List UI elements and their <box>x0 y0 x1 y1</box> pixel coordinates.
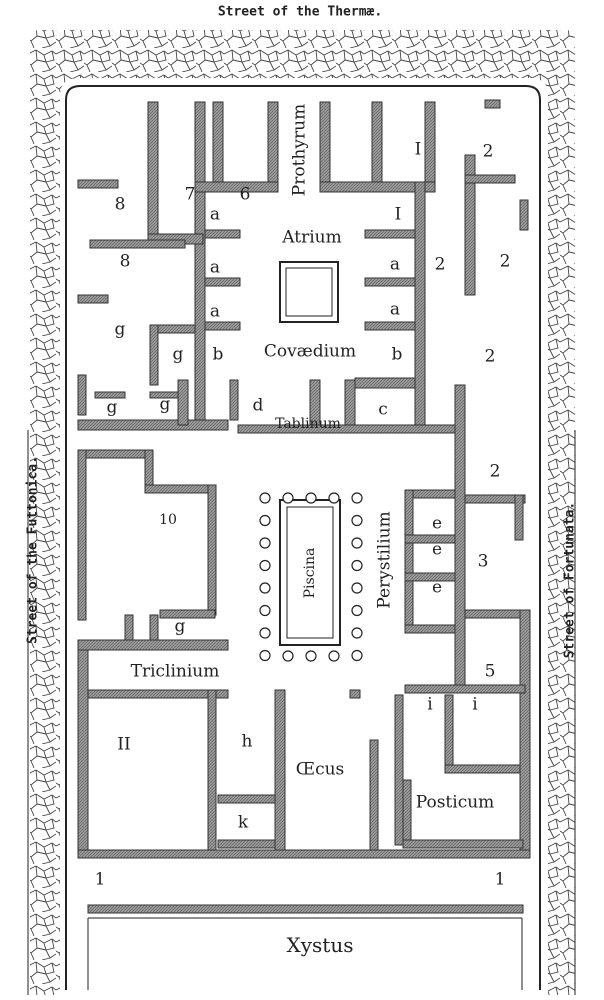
column <box>259 649 271 662</box>
room-label: g <box>114 319 126 340</box>
room-label: c <box>378 399 388 420</box>
column <box>259 537 271 549</box>
room-label-covaedium: Covædium <box>263 341 357 362</box>
room-label-perystilium: Perystilium <box>374 511 395 609</box>
outer-wall <box>65 85 541 990</box>
room-label: 1 <box>494 869 506 890</box>
room-label-tablinum: Tablinum <box>275 416 341 432</box>
room-label: e <box>431 513 443 534</box>
room-label-triclinium: Triclinium <box>130 661 220 682</box>
column <box>282 650 294 662</box>
room-label: I <box>394 204 402 225</box>
room-label-atrium: Atrium <box>282 227 342 248</box>
column <box>305 492 317 504</box>
room-label: 8 <box>114 194 126 215</box>
room-label: 2 <box>434 254 446 275</box>
room-label: 2 <box>482 141 494 162</box>
room-label: d <box>252 395 264 416</box>
column <box>351 514 363 527</box>
column <box>351 649 363 662</box>
column <box>351 582 363 594</box>
room-label-posticum: Posticum <box>415 792 495 813</box>
column <box>259 514 271 527</box>
room-label-prothyrum: Prothyrum <box>289 103 310 197</box>
room-label: g <box>174 616 186 637</box>
column <box>282 492 294 504</box>
room-label: k <box>237 812 249 833</box>
room-label: I <box>414 139 422 160</box>
column <box>351 604 363 617</box>
street-label-right: Street of Fortunata. <box>562 501 578 659</box>
room-label: b <box>391 344 403 365</box>
room-label: e <box>431 539 443 560</box>
room-label: a <box>389 299 401 320</box>
room-label: 2 <box>499 251 511 272</box>
room-label: 2 <box>489 461 501 482</box>
street-label-left: Street of the Futtonica. <box>25 456 41 644</box>
walls <box>77 99 531 914</box>
column <box>259 582 271 594</box>
column <box>259 627 271 639</box>
room-label: b <box>212 344 224 365</box>
room-label: 5 <box>484 661 496 682</box>
room-label-xystus: Xystus <box>286 933 354 957</box>
street-label-top: Street of the Thermæ. <box>217 4 383 20</box>
column <box>259 559 271 572</box>
column <box>328 492 340 504</box>
room-label: 6 <box>239 184 251 205</box>
column <box>351 537 363 549</box>
room-label-piscina: Piscina <box>302 547 318 599</box>
room-label: 10 <box>159 512 177 528</box>
room-label: h <box>241 731 253 752</box>
room-label: g <box>172 344 184 365</box>
room-label: 7 <box>184 184 196 205</box>
room-label: 2 <box>484 346 496 367</box>
room-label: a <box>389 254 401 275</box>
column <box>351 492 363 504</box>
room-label-oecus: Œcus <box>295 759 345 780</box>
column <box>305 650 317 662</box>
room-label: 1 <box>94 869 106 890</box>
room-label: g <box>159 394 171 415</box>
column <box>259 492 271 504</box>
column <box>351 627 363 639</box>
room-label: a <box>209 204 221 225</box>
room-label: e <box>431 577 443 598</box>
room-label: a <box>209 301 221 322</box>
room-label: II <box>117 734 131 755</box>
room-label: 8 <box>119 251 131 272</box>
column <box>259 604 271 617</box>
room-label: g <box>106 397 118 418</box>
room-label: i <box>472 694 478 715</box>
room-label: a <box>209 257 221 278</box>
room-label: 3 <box>477 551 489 572</box>
peristyle-columns <box>259 492 363 662</box>
column <box>328 650 340 662</box>
column <box>351 559 363 572</box>
room-label: i <box>427 694 433 715</box>
